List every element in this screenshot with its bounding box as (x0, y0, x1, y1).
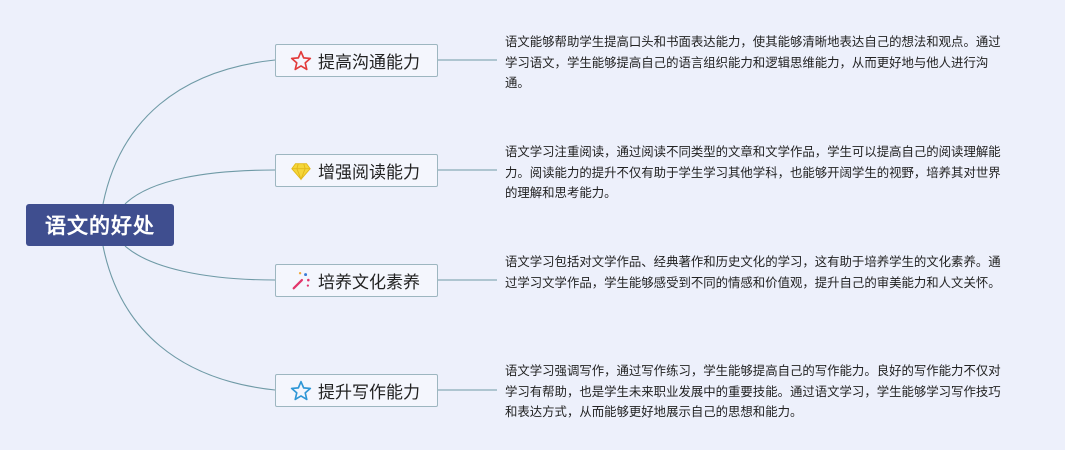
branch-writing[interactable]: 提升写作能力 (275, 374, 438, 407)
branch-culture[interactable]: 培养文化素养 (275, 264, 438, 297)
sparkle (304, 272, 308, 276)
root-topic[interactable]: 语文的好处 (26, 204, 174, 246)
branch-communication[interactable]: 提高沟通能力 (275, 44, 438, 77)
wand-stick (292, 278, 304, 289)
branch-label: 提升写作能力 (318, 383, 420, 403)
connector-root-to-reading (124, 169, 276, 205)
star-shape (290, 380, 312, 400)
sparkle (298, 271, 302, 274)
branch-label: 培养文化素养 (318, 273, 420, 293)
sparkle (307, 278, 310, 281)
note-communication: 语文能够帮助学生提高口头和书面表达能力，使其能够清晰地表达自己的想法和观点。通过… (505, 34, 1001, 90)
branch-label: 增强阅读能力 (318, 163, 420, 183)
diamond-facet (296, 163, 306, 181)
branch-label: 提高沟通能力 (318, 53, 420, 73)
connector-root-to-culture (124, 245, 276, 281)
sparkle (306, 283, 309, 287)
connector-root-to-communication (102, 59, 276, 205)
star-outline-icon (290, 380, 312, 402)
note-writing: 语文学习强调写作，通过写作练习，学生能够提高自己的写作能力。良好的写作能力不仅对… (505, 363, 1001, 419)
note-reading: 语文学习注重阅读，通过阅读不同类型的文章和文学作品，学生可以提高自己的阅读理解能… (505, 144, 1001, 200)
note-culture: 语文学习包括对文学作品、经典著作和历史文化的学习，这有助于培养学生的文化素养。通… (505, 254, 1001, 290)
branch-reading[interactable]: 增强阅读能力 (275, 154, 438, 187)
star-outline-icon (290, 50, 312, 72)
star-shape (290, 50, 312, 70)
diamond-icon (290, 160, 312, 182)
diamond-shape (291, 162, 311, 180)
connector-root-to-writing (102, 245, 276, 391)
magic-wand-icon (290, 270, 312, 292)
